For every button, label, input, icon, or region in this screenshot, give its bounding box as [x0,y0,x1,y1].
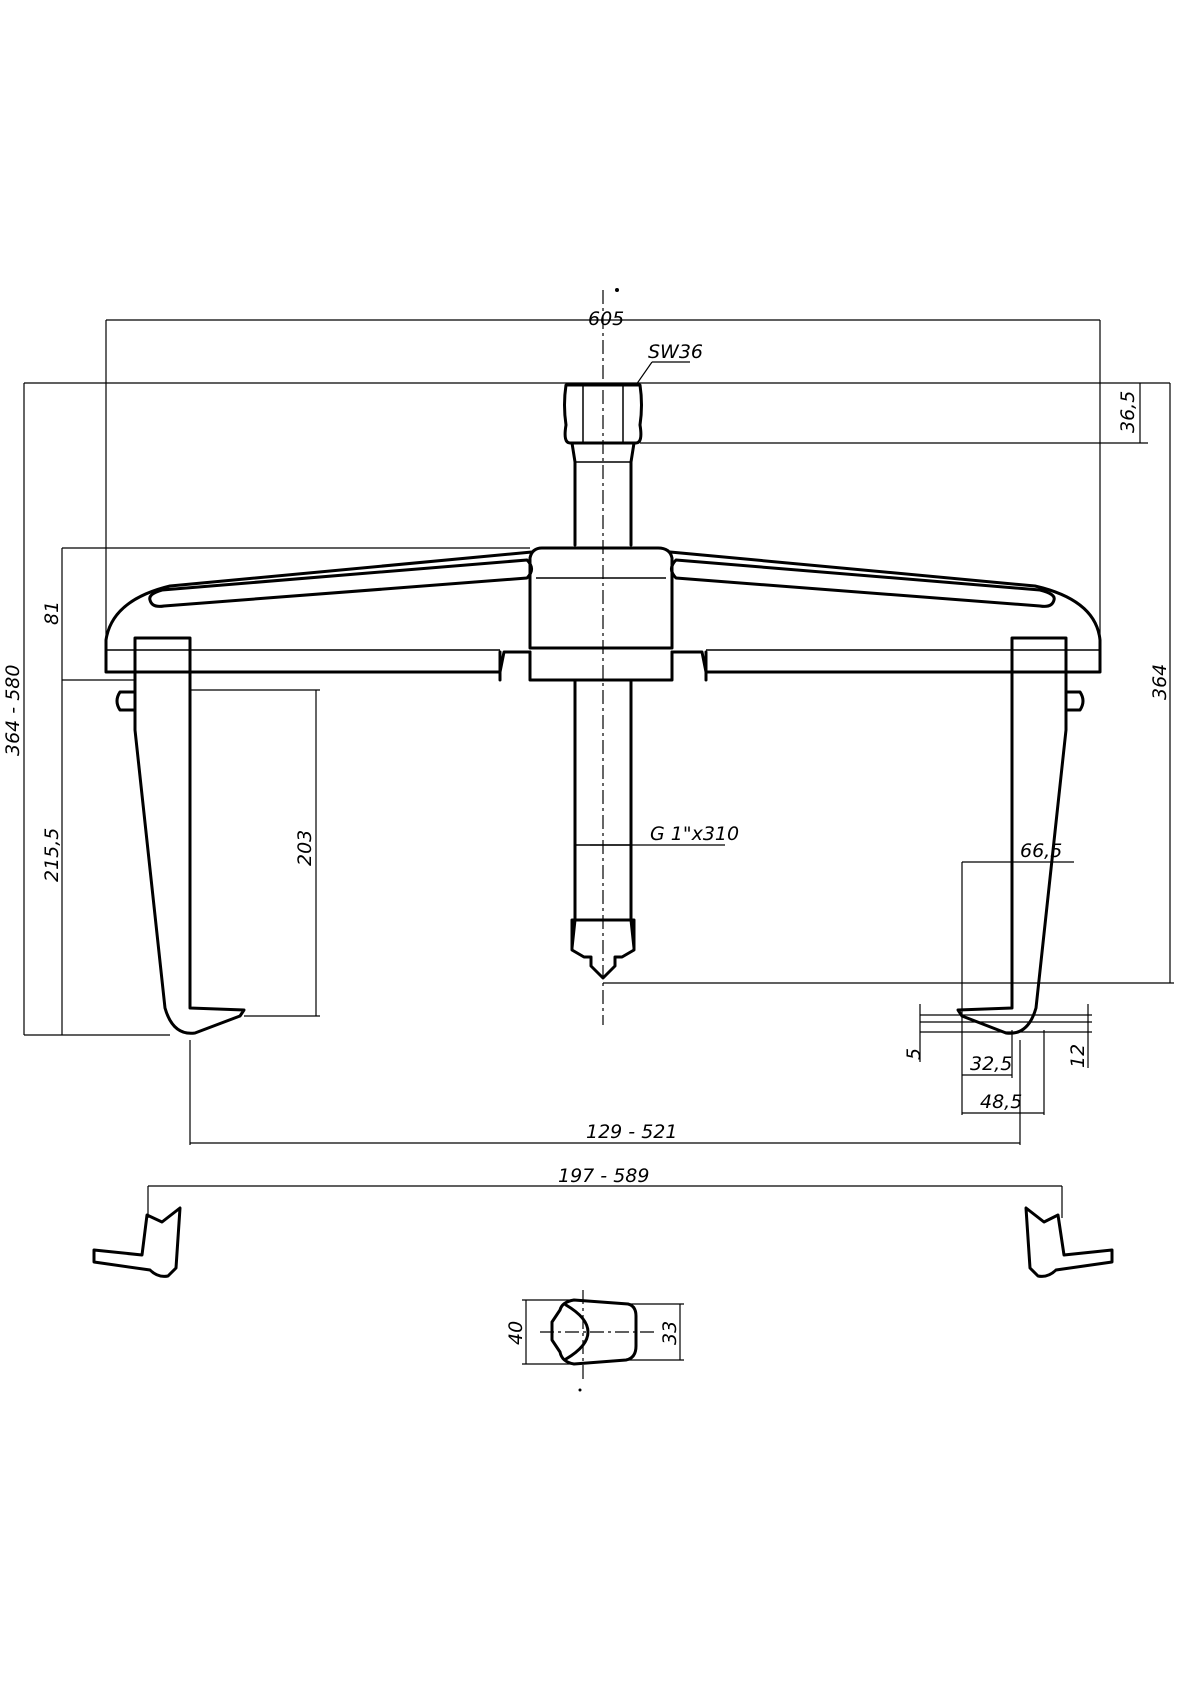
dim-wrench-size: SW36 [648,341,703,363]
central-hub [528,546,674,650]
dim-tip-height: 33 [659,1321,681,1345]
right-claw-variant [1024,1206,1114,1278]
dim-claw-height: 12 [1067,1044,1089,1068]
dim-arm-length: 215,5 [41,828,63,882]
right-leg [956,636,1068,1035]
left-claw-variant [92,1206,182,1278]
left-leg [133,636,246,1035]
dim-tip-width: 40 [505,1321,527,1345]
dim-beam-height: 81 [41,601,63,625]
center-lines [540,290,655,1380]
right-beam [668,550,1102,674]
dim-claw-depth-outer: 48,5 [980,1091,1022,1113]
dim-reach: 203 [294,830,316,866]
dim-overall-width: 605 [588,308,624,330]
left-slot [148,558,533,608]
dim-nut-height: 36,5 [1117,391,1139,433]
hex-nut [563,383,643,445]
dim-claw-offset: 66,5 [1020,840,1062,862]
dim-total-height: 364 [1149,664,1171,700]
dimension-labels: 605 SW36 36,5 364 - 580 81 364 215,5 203… [2,308,1171,1345]
dim-claw-depth-inner: 32,5 [970,1053,1012,1075]
left-beam [104,550,534,674]
right-slot [670,558,1056,608]
dim-outer-span: 197 - 589 [558,1165,649,1187]
dim-thread: G 1"x310 [650,823,739,845]
dim-total-height-range: 364 - 580 [2,665,24,756]
dim-claw-thickness: 5 [903,1048,925,1060]
dimension-lines [23,319,1174,1365]
dim-inner-span: 129 - 521 [586,1121,677,1143]
